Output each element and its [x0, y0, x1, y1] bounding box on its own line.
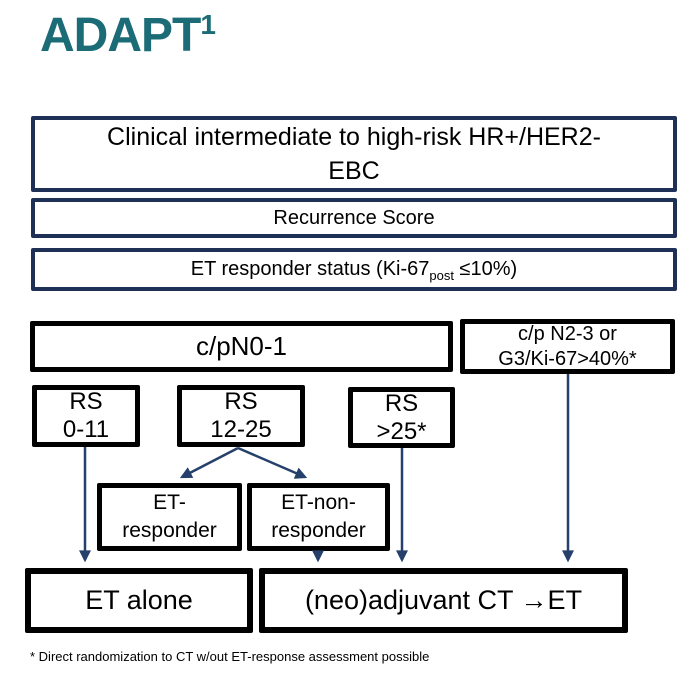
cpn01-box: c/pN0-1: [30, 321, 453, 372]
arrow-rs12-25-to-et-non-responder: [237, 446, 308, 479]
rs-over-25-line2: >25*: [376, 417, 427, 445]
cpn01-label: c/pN0-1: [195, 331, 288, 361]
recurrence-score-label: Recurrence Score: [273, 206, 435, 229]
et-responder-status-box: ET responder status (Ki-67post ≤10%): [31, 248, 677, 291]
rs-12-25-line2: 12-25: [210, 416, 272, 443]
cpn23-highrisk-box: c/p N2-3 or G3/Ki-67>40%*: [460, 319, 675, 374]
page-title-text: ADAPT: [40, 9, 201, 62]
et-responder-line2: responder: [122, 519, 217, 542]
rs-0-11-line2: 0-11: [62, 416, 110, 443]
cpn23-line1: c/p N2-3 or: [518, 322, 617, 345]
et-non-responder-box: ET-non- responder: [247, 483, 390, 551]
rs-over-25-line1: RS: [384, 389, 419, 417]
rs-0-11-line1: RS: [69, 388, 103, 415]
et-responder-box: ET- responder: [97, 483, 242, 551]
clinical-risk-box: Clinical intermediate to high-risk HR+/H…: [31, 116, 677, 192]
et-non-responder-line2: responder: [271, 519, 366, 542]
page-title-superscript: 1: [200, 9, 216, 40]
recurrence-score-box: Recurrence Score: [31, 198, 677, 238]
arrow-rs12-25-to-et-responder: [179, 446, 239, 479]
footnote: * Direct randomization to CT w/out ET-re…: [30, 649, 430, 664]
rs-12-25-line1: RS: [224, 388, 258, 415]
et-non-responder-line1: ET-non-: [281, 491, 356, 514]
cpn23-line2: G3/Ki-67>40%*: [498, 347, 637, 370]
clinical-risk-line1: Clinical intermediate to high-risk HR+/H…: [107, 123, 601, 151]
ki67-post-subscript: post: [429, 268, 454, 283]
neoadjuvant-ct-label: (neo)adjuvant CT →ET: [304, 585, 583, 615]
neoadjuvant-ct-box: (neo)adjuvant CT →ET: [259, 568, 628, 633]
rs-0-11-box: RS 0-11: [32, 385, 140, 447]
rs-over-25-box: RS >25*: [348, 387, 455, 448]
page-title: ADAPT1: [40, 8, 216, 63]
rs-12-25-box: RS 12-25: [177, 385, 305, 447]
et-alone-label: ET alone: [85, 585, 193, 615]
et-alone-box: ET alone: [25, 568, 253, 633]
et-responder-status-label: ET responder status (Ki-67post ≤10%): [190, 258, 518, 283]
clinical-risk-line2: EBC: [328, 157, 380, 185]
et-responder-line1: ET-: [153, 491, 186, 514]
